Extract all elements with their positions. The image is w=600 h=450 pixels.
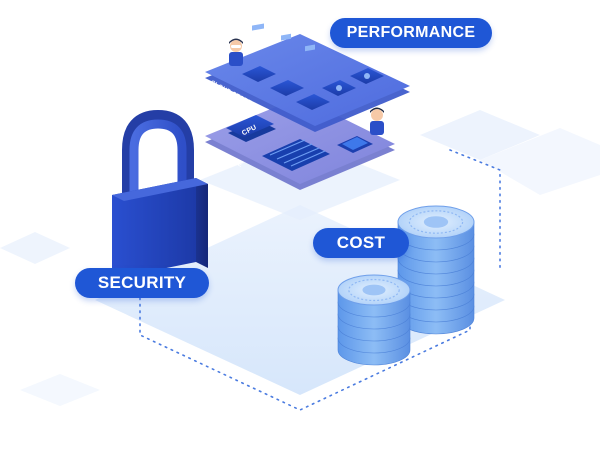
security-label: SECURITY [75, 268, 209, 298]
performance-label: PERFORMANCE [330, 18, 492, 48]
padlock-icon [112, 109, 208, 279]
server-tile-icon [262, 139, 330, 171]
performance-layer-stack [205, 23, 410, 190]
server-tile-icon [242, 23, 384, 110]
cpu-chip-icon [337, 136, 373, 153]
cpu-chip-icon [226, 115, 276, 142]
coin-stack-icon [397, 205, 475, 335]
coin-stack-icon [337, 274, 411, 366]
cost-label: COST [313, 228, 409, 258]
developer-avatar-icon [370, 107, 384, 135]
background-tiles [0, 110, 600, 406]
developer-avatar-icon [229, 38, 243, 66]
